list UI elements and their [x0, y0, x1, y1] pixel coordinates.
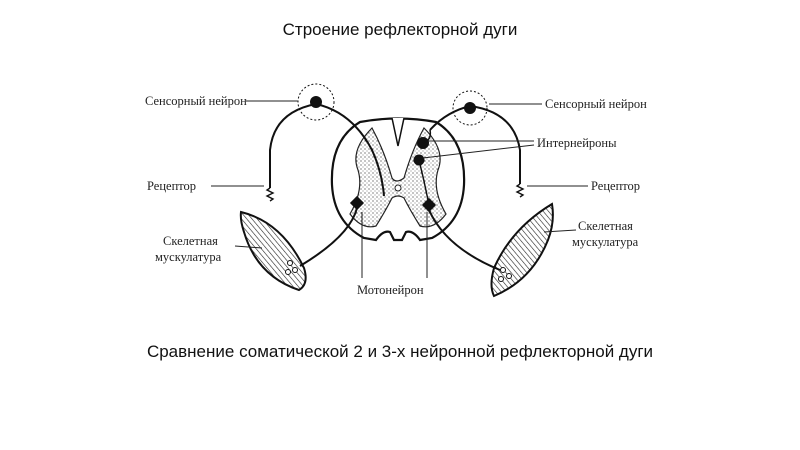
label-sensory-left: Сенсорный нейрон [145, 94, 247, 108]
label-muscle-left-1: Скелетная [163, 234, 218, 248]
left-skeletal-muscle [239, 210, 307, 292]
slide-caption: Сравнение соматической 2 и 3-х нейронной… [146, 342, 654, 361]
label-muscle-right-2: мускулатура [572, 235, 639, 249]
label-receptor-right: Рецептор [591, 179, 640, 193]
leader-lines [211, 100, 588, 278]
right-sensory-neuron-body [464, 102, 476, 114]
left-sensory-pathway [265, 83, 385, 202]
slide-title: Строение рефлекторной дуги [282, 20, 518, 39]
label-muscle-right-1: Скелетная [578, 219, 633, 233]
label-motoneuron: Мотонейрон [357, 283, 424, 297]
label-muscle-left-2: мускулатура [155, 250, 222, 264]
right-sensory-pathway [429, 90, 525, 198]
left-motor-pathway [299, 195, 365, 267]
label-receptor-left: Рецептор [147, 179, 196, 193]
interneurons [413, 129, 432, 201]
left-motoneuron [349, 195, 365, 211]
central-canal [394, 184, 402, 192]
label-sensory-right: Сенсорный нейрон [545, 97, 647, 111]
right-skeletal-muscle [490, 202, 554, 298]
right-motoneuron [421, 197, 437, 213]
left-sensory-neuron-body [310, 96, 322, 108]
right-motor-pathway [421, 197, 501, 271]
label-interneurons: Интернейроны [537, 136, 617, 150]
